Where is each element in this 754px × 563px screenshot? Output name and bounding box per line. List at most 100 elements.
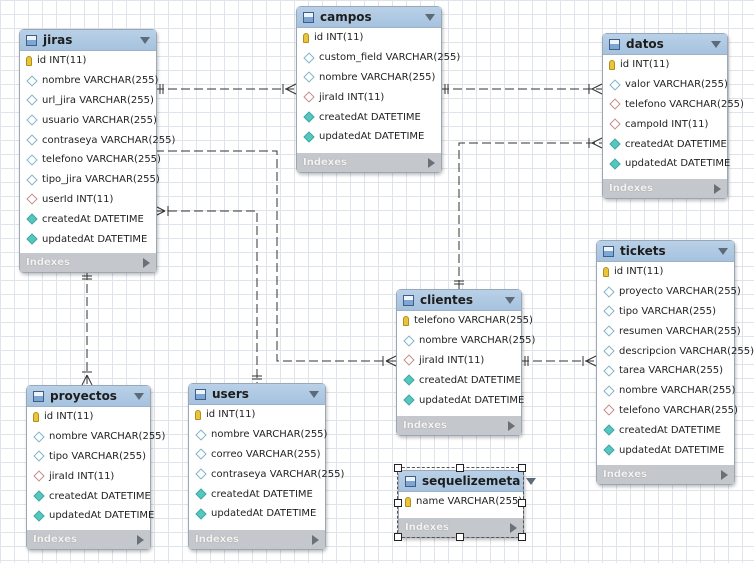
table-header[interactable]: campos	[297, 7, 441, 28]
column-row[interactable]: nombre VARCHAR(255)	[20, 71, 158, 91]
column-row[interactable]: correo VARCHAR(255)	[189, 445, 325, 465]
column-row[interactable]: tipo_jira VARCHAR(255)	[20, 170, 160, 190]
resize-handle-e[interactable]	[518, 499, 526, 507]
column-row[interactable]: nombre VARCHAR(255)	[27, 427, 165, 447]
column-row[interactable]: jiraId INT(11)	[297, 87, 441, 107]
indexes-section[interactable]: Indexes	[297, 153, 441, 172]
triangle-right-icon[interactable]	[714, 183, 721, 194]
column-row[interactable]: updatedAt DATETIME	[297, 127, 441, 147]
table-title: sequelizemeta	[422, 474, 521, 488]
column-row[interactable]: proyecto VARCHAR(255)	[597, 282, 741, 302]
column-row[interactable]: nombre VARCHAR(255)	[297, 68, 441, 88]
column-row[interactable]: descripcion VARCHAR(255)	[597, 341, 754, 361]
column-row[interactable]: jiraId INT(11)	[397, 351, 521, 371]
column-row[interactable]: updatedAt DATETIME	[189, 504, 325, 524]
column-row[interactable]: updatedAt DATETIME	[597, 440, 734, 460]
column-row[interactable]: tipo VARCHAR(255)	[27, 447, 150, 467]
column-row[interactable]: createdAt DATETIME	[397, 370, 521, 390]
column-row[interactable]: createdAt DATETIME	[603, 134, 727, 154]
column-row[interactable]: usuario VARCHAR(255)	[20, 110, 157, 130]
chevron-down-icon[interactable]	[425, 13, 435, 21]
table-header[interactable]: sequelizemeta	[399, 471, 537, 492]
indexes-section[interactable]: Indexes	[603, 179, 727, 198]
resize-handle-ne[interactable]	[518, 464, 526, 472]
column-row[interactable]: id INT(11)	[603, 55, 727, 75]
column-row[interactable]: nombre VARCHAR(255)	[189, 425, 327, 445]
column-row[interactable]: updatedAt DATETIME	[603, 154, 730, 174]
chevron-down-icon[interactable]	[718, 247, 728, 255]
chevron-down-icon[interactable]	[526, 477, 537, 485]
column-row[interactable]: tarea VARCHAR(255)	[597, 361, 734, 381]
indexes-section[interactable]: Indexes	[399, 518, 523, 537]
column-row[interactable]: telefono VARCHAR(255)	[597, 401, 738, 421]
resize-handle-se[interactable]	[518, 533, 526, 541]
indexes-section[interactable]: Indexes	[597, 465, 734, 484]
column-row[interactable]: resumen VARCHAR(255)	[597, 321, 741, 341]
resize-handle-w[interactable]	[394, 499, 402, 507]
column-row[interactable]: nombre VARCHAR(255)	[397, 331, 535, 351]
column-row[interactable]: createdAt DATETIME	[189, 484, 325, 504]
column-row[interactable]: tipo VARCHAR(255)	[597, 302, 734, 322]
table-header[interactable]: clientes	[397, 290, 521, 311]
table-sequelizemeta[interactable]: sequelizemeta name VARCHAR(255) Indexes	[398, 470, 537, 538]
column-row[interactable]: id INT(11)	[27, 407, 150, 427]
column-row[interactable]: createdAt DATETIME	[20, 209, 156, 229]
column-row[interactable]: createdAt DATETIME	[297, 107, 441, 127]
table-header[interactable]: jiras	[20, 30, 156, 51]
column-row[interactable]: url_jira VARCHAR(255)	[20, 91, 156, 111]
column-row[interactable]: name VARCHAR(255)	[399, 492, 523, 512]
column-row[interactable]: jiraId INT(11)	[27, 466, 150, 486]
indexes-section[interactable]: Indexes	[27, 530, 150, 549]
column-row[interactable]: telefono VARCHAR(255)	[397, 311, 533, 331]
table-header[interactable]: proyectos	[27, 386, 150, 407]
chevron-down-icon[interactable]	[505, 296, 515, 304]
indexes-section[interactable]: Indexes	[397, 416, 521, 435]
column-row[interactable]: updatedAt DATETIME	[397, 390, 524, 410]
triangle-right-icon[interactable]	[508, 420, 515, 431]
chevron-down-icon[interactable]	[711, 40, 721, 48]
column-row[interactable]: telefono VARCHAR(255)	[20, 150, 161, 170]
indexes-section[interactable]: Indexes	[20, 253, 156, 272]
resize-handle-nw[interactable]	[394, 464, 402, 472]
column-row[interactable]: campoId INT(11)	[603, 114, 727, 134]
column-row[interactable]: id INT(11)	[297, 28, 441, 48]
column-row[interactable]: id INT(11)	[597, 262, 734, 282]
column-row[interactable]: contraseya VARCHAR(255)	[20, 130, 175, 150]
table-header[interactable]: users	[189, 384, 325, 405]
column-row[interactable]: createdAt DATETIME	[27, 486, 151, 506]
column-row[interactable]: valor VARCHAR(255)	[603, 75, 728, 95]
column-row[interactable]: nombre VARCHAR(255)	[597, 381, 735, 401]
resize-handle-n[interactable]	[456, 464, 464, 472]
chevron-down-icon[interactable]	[134, 392, 144, 400]
column-row[interactable]: telefono VARCHAR(255)	[603, 95, 744, 115]
table-header[interactable]: tickets	[597, 241, 734, 262]
chevron-down-icon[interactable]	[140, 36, 150, 44]
indexes-section[interactable]: Indexes	[189, 530, 325, 549]
column-row[interactable]: custom_field VARCHAR(255)	[297, 48, 460, 68]
column-row[interactable]: id INT(11)	[189, 405, 325, 425]
triangle-right-icon[interactable]	[143, 257, 150, 268]
chevron-down-icon[interactable]	[309, 390, 319, 398]
column-row[interactable]: id INT(11)	[20, 51, 156, 71]
column-row[interactable]: userId INT(11)	[20, 190, 156, 210]
resize-handle-s[interactable]	[456, 533, 464, 541]
column-row[interactable]: createdAt DATETIME	[597, 420, 734, 440]
triangle-right-icon[interactable]	[510, 522, 517, 533]
table-header[interactable]: datos	[603, 34, 727, 55]
triangle-right-icon[interactable]	[312, 534, 319, 545]
triangle-right-icon[interactable]	[137, 534, 144, 545]
column-row[interactable]: updatedAt DATETIME	[27, 506, 154, 526]
triangle-right-icon[interactable]	[428, 157, 435, 168]
triangle-right-icon[interactable]	[721, 469, 728, 480]
column-row[interactable]: contraseya VARCHAR(255)	[189, 464, 344, 484]
column-row[interactable]: updatedAt DATETIME	[20, 229, 156, 249]
resize-handle-sw[interactable]	[394, 533, 402, 541]
